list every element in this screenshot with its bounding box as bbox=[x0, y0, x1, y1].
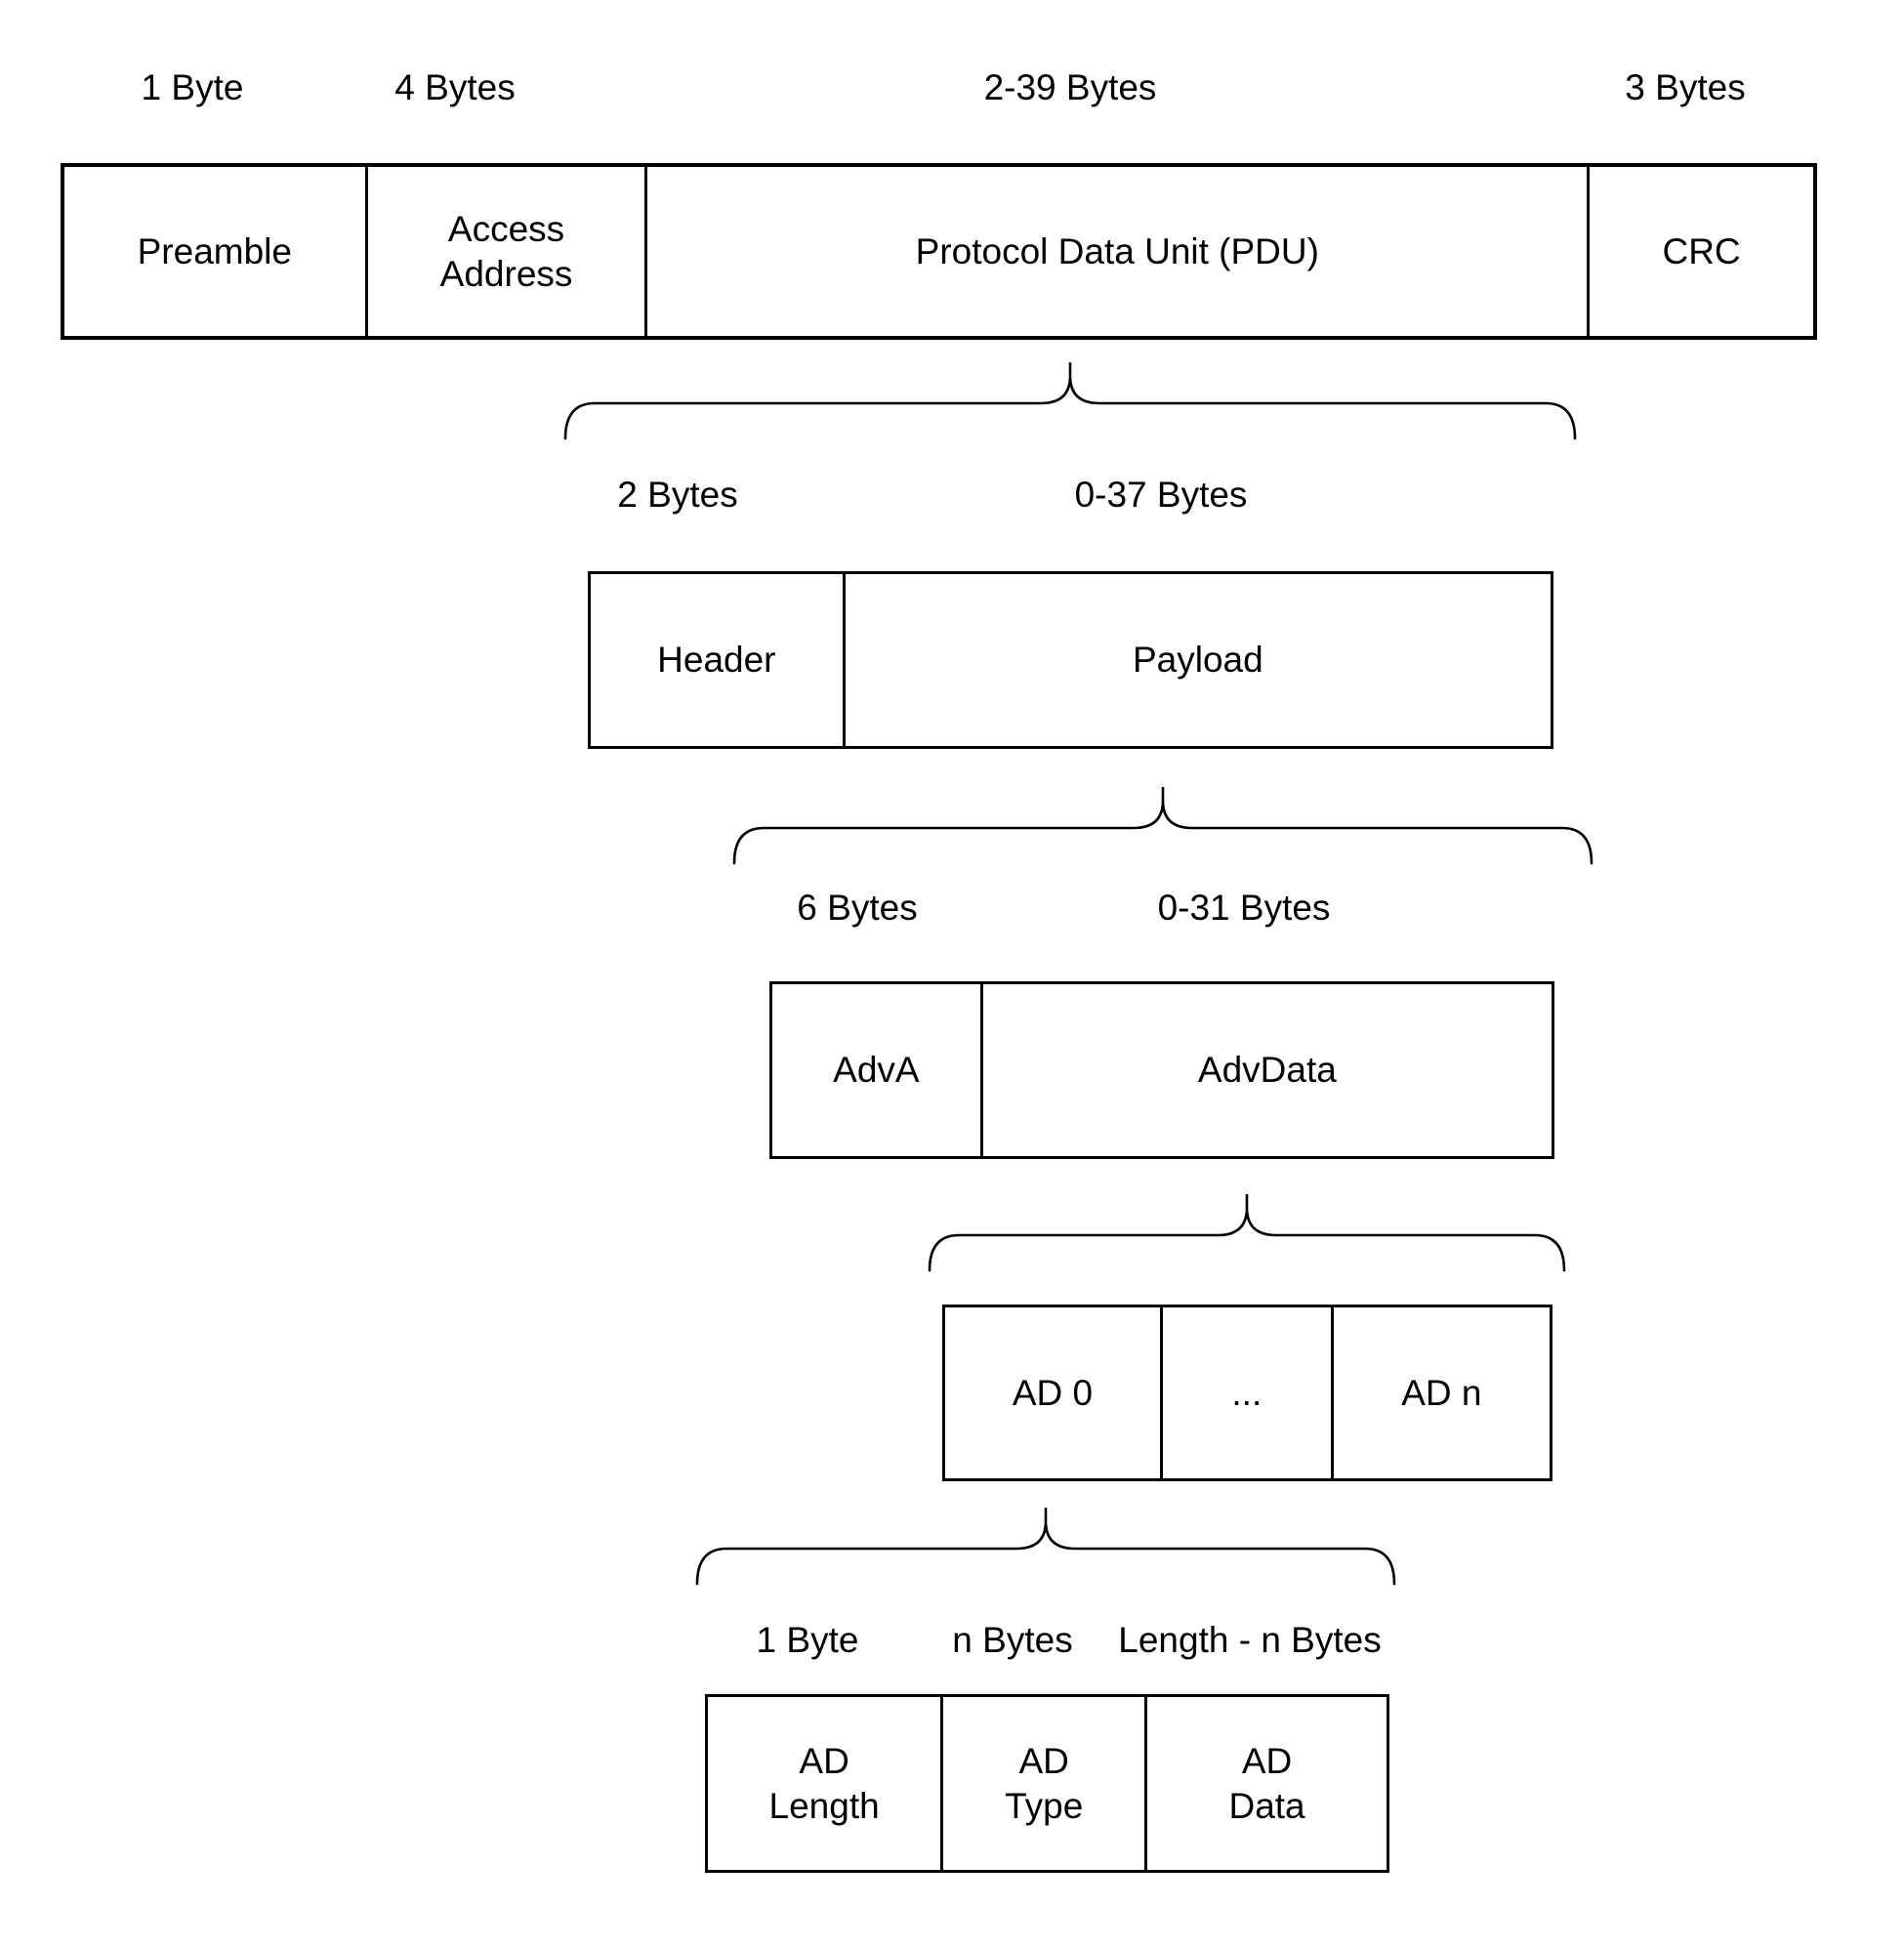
cell-ad-ellipsis: ... bbox=[1159, 1307, 1331, 1478]
ad-size-label-type: n Bytes bbox=[952, 1620, 1073, 1660]
payload-size-label-advdata: 0-31 Bytes bbox=[1157, 888, 1331, 928]
brace-pdu-expansion bbox=[563, 362, 1577, 440]
brace-advdata-expansion bbox=[928, 1194, 1566, 1272]
cell-advdata: AdvData bbox=[979, 984, 1552, 1156]
packet-size-label-pdu: 2-39 Bytes bbox=[983, 67, 1157, 107]
cell-payload: Payload bbox=[842, 574, 1551, 746]
cell-header: Header bbox=[657, 640, 776, 680]
payload-row: AdvA AdvData bbox=[769, 981, 1554, 1159]
cell-ad-data: AD Data bbox=[1144, 1697, 1387, 1870]
cell-ad-0: AD 0 bbox=[1012, 1372, 1094, 1413]
cell-access-address: Access Address bbox=[364, 167, 645, 336]
packet-size-label-preamble: 1 Byte bbox=[141, 67, 244, 107]
cell-adva: AdvA bbox=[833, 1050, 920, 1090]
cell-ad-type: AD Type bbox=[940, 1697, 1144, 1870]
cell-preamble: Preamble bbox=[137, 230, 292, 271]
cell-ad-n: AD n bbox=[1330, 1307, 1550, 1478]
advdata-row: AD 0 ... AD n bbox=[942, 1305, 1552, 1481]
ad-structure-row: AD Length AD Type AD Data bbox=[705, 1694, 1389, 1873]
cell-ad-length: AD Length bbox=[768, 1740, 880, 1826]
packet-size-label-access-address: 4 Bytes bbox=[394, 67, 516, 107]
cell-crc: CRC bbox=[1587, 167, 1813, 336]
pdu-row: Header Payload bbox=[588, 571, 1553, 749]
ad-size-label-length: 1 Byte bbox=[756, 1620, 859, 1660]
pdu-size-label-header: 2 Bytes bbox=[617, 475, 738, 515]
cell-pdu: Protocol Data Unit (PDU) bbox=[644, 167, 1587, 336]
brace-ad0-expansion bbox=[695, 1508, 1396, 1586]
ad-size-label-data: Length - n Bytes bbox=[1118, 1620, 1382, 1660]
payload-size-label-adva: 6 Bytes bbox=[797, 888, 918, 928]
packet-row: Preamble Access Address Protocol Data Un… bbox=[61, 163, 1817, 340]
pdu-size-label-payload: 0-37 Bytes bbox=[1074, 475, 1248, 515]
packet-size-label-crc: 3 Bytes bbox=[1625, 67, 1746, 107]
brace-payload-expansion bbox=[732, 787, 1594, 865]
